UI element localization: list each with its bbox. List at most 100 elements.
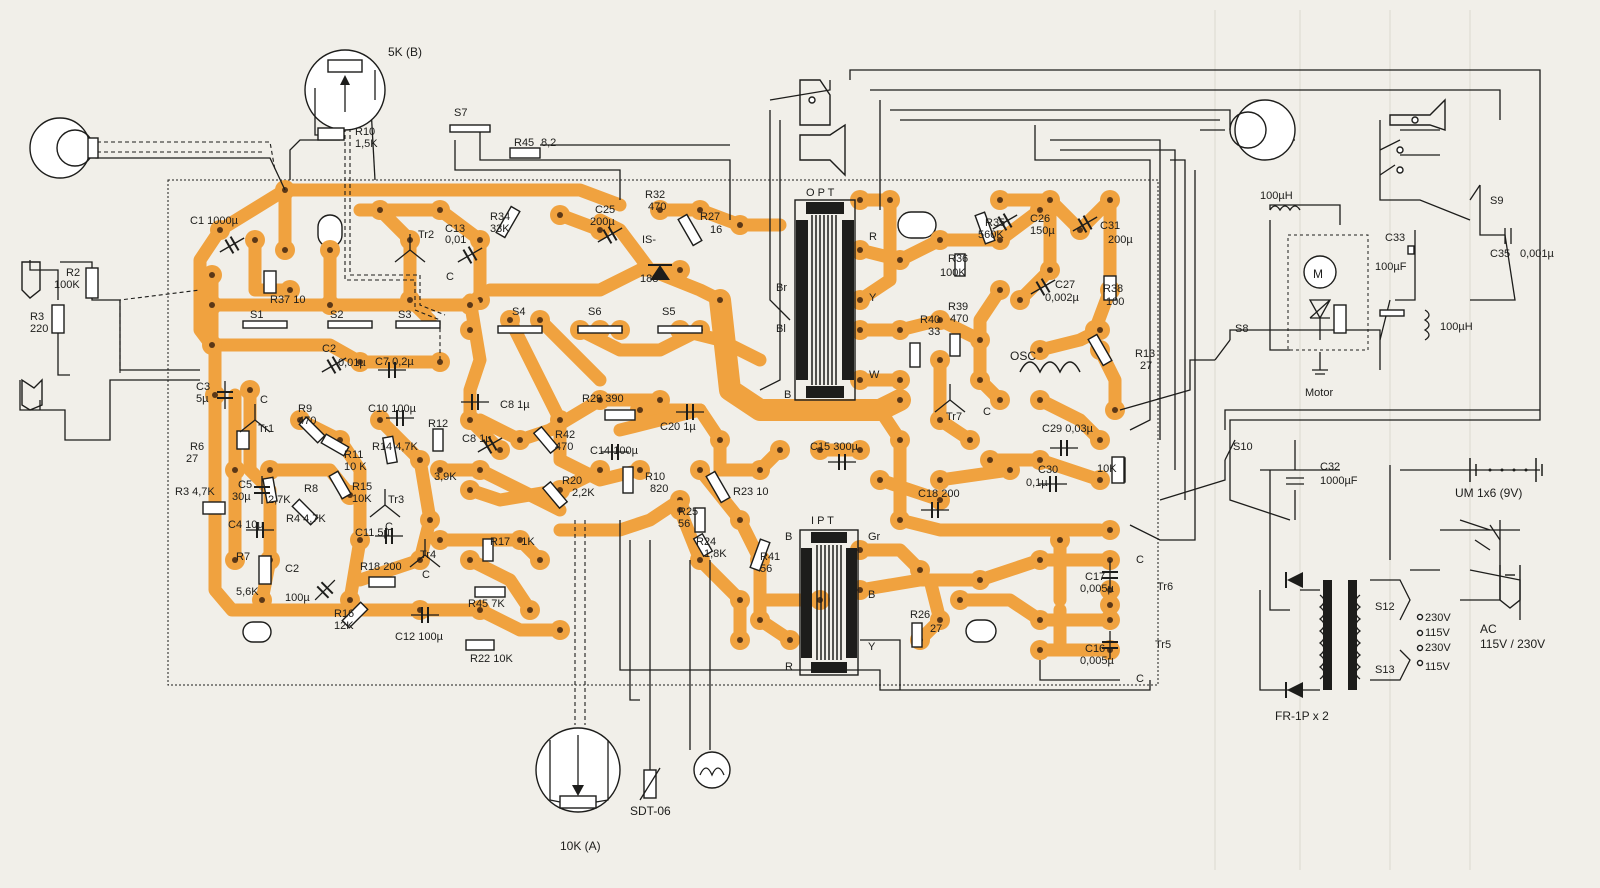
r13-value: 27 [1140, 360, 1152, 372]
c17-value: 0,005µ [1080, 583, 1115, 595]
r23-label: R23 10 [733, 486, 769, 498]
r25-label: R25 [678, 506, 698, 518]
opt-pin-r: R [869, 231, 877, 243]
r35-value: 560K [978, 229, 1004, 241]
r12-label: R12 [428, 418, 448, 430]
c30-label: C30 [1038, 464, 1058, 476]
r40-label: R40 [920, 314, 940, 326]
r26-label: R26 [910, 609, 930, 621]
c32-value: 1000µF [1320, 475, 1358, 487]
is-label: IS- [642, 234, 656, 246]
c20-label: C20 1µ [660, 421, 696, 433]
c3-value: 5µ [196, 393, 209, 405]
c10-label: C10 100µ [368, 403, 417, 415]
c17-label: C17 [1085, 571, 1105, 583]
r13-label: R13 [1135, 348, 1155, 360]
c-tr6: C [1136, 554, 1144, 566]
power-section: 100µH M Motor C33 100µF 100µH S9 C35 0,0… [1214, 98, 1555, 723]
c13-value: 0,01 [445, 234, 466, 246]
r39-value: 470 [950, 313, 968, 325]
sdt-label: SDT-06 [630, 804, 671, 818]
v115b: 115V [1425, 661, 1451, 673]
c30-value: 0,1µ [1026, 477, 1048, 489]
c26-value: 150µ [1030, 225, 1055, 237]
r3-value: 220 [30, 323, 48, 335]
v230b: 230V [1425, 642, 1451, 654]
s2-label: S2 [330, 309, 343, 321]
r4-label: R4 4,7K [286, 513, 326, 525]
r15-value: 10K [352, 493, 372, 505]
r38-value: 100 [1106, 296, 1124, 308]
r37-label: R37 10 [270, 294, 306, 306]
r27-value: 16 [710, 224, 722, 236]
tr1-label: Tr1 [258, 423, 274, 435]
r39-label: R39 [948, 301, 968, 313]
s1-label: S1 [250, 309, 263, 321]
paper-bleed-through [1214, 10, 1471, 870]
pot-5k-b: 5K (B) R10 1,5K [304, 45, 422, 150]
c-tr3: C [385, 521, 393, 533]
battery-label: UM 1x6 (9V) [1455, 486, 1522, 500]
c3-label: C3 [196, 381, 210, 393]
c11-label: C11 5µ [355, 527, 391, 539]
r10-value: 1,5K [355, 138, 378, 150]
opt-transformer: O P T R Br Y Bl B W [776, 187, 880, 401]
s12-label: S12 [1375, 601, 1395, 613]
r41-label: R41 [760, 551, 780, 563]
c2a-label: C2 [322, 343, 336, 355]
r42-label: R42 [555, 429, 575, 441]
r36-value: 100K [940, 267, 966, 279]
s6-label: S6 [588, 306, 601, 318]
tr5-label: Tr5 [1155, 639, 1171, 651]
c33-ref: C33 [1385, 232, 1405, 244]
inductor1-label: 100µH [1260, 190, 1293, 202]
c12-label: C12 100µ [395, 631, 444, 643]
c16-label: C16 [1085, 643, 1105, 655]
c29-label: C29 0,03µ [1042, 423, 1094, 435]
s7-switch-area: S7 R45 8,2 [449, 107, 556, 159]
c14-label: C14 100µ [590, 445, 639, 457]
r29-label: R29 390 [582, 393, 624, 405]
c35-value: 0,001µ [1520, 248, 1555, 260]
c7-label: C7 0,2µ [375, 356, 414, 368]
r8-value: 2,7K [268, 494, 291, 506]
r3-ref: R3 [30, 311, 44, 323]
c26-label: C26 [1030, 213, 1050, 225]
wiring [19, 69, 1541, 770]
c33-value: 100µF [1375, 261, 1407, 273]
r9-value: 470 [298, 415, 316, 427]
pads [202, 180, 1125, 660]
left-jacks: R2 100K R3 220 [21, 261, 99, 411]
opt-pin-bl: Bl [776, 323, 786, 335]
r11-label: R11 [344, 449, 363, 461]
s9-label: S9 [1490, 195, 1503, 207]
speaker-jack [799, 79, 846, 177]
on-board-parts [202, 205, 1126, 659]
ipt-pin-r: R [785, 661, 793, 673]
opt-pin-y: Y [869, 292, 877, 304]
c31-value: 200µ [1108, 234, 1133, 246]
r6-value: 27 [186, 453, 198, 465]
c2a-value: 0,01µ [338, 357, 366, 369]
r42-value: 470 [555, 441, 573, 453]
c27-value: 0,002µ [1045, 292, 1080, 304]
c8b-label: C8 1µ [462, 433, 492, 445]
osc-label: OSC [1010, 349, 1036, 363]
c-tr2: C [446, 271, 454, 283]
r34-value: 33K [490, 223, 510, 235]
r24-label: R24 [696, 536, 716, 548]
r10-ref: R10 [355, 126, 375, 138]
r22-label: R22 10K [470, 653, 513, 665]
opt-label: O P T [806, 187, 835, 199]
s7-label: S7 [454, 107, 467, 119]
r2-value: 100K [54, 279, 80, 291]
pot-5k-label: 5K (B) [388, 45, 422, 59]
c18-label: C18 200 [918, 488, 960, 500]
r25-value: 56 [678, 518, 690, 530]
c31-label: C31 [1100, 220, 1120, 232]
earphone-right [1229, 99, 1296, 161]
c25-value: 200µ [590, 216, 615, 228]
r45-ref: R45 [514, 137, 534, 149]
r10b-value: 820 [650, 483, 668, 495]
